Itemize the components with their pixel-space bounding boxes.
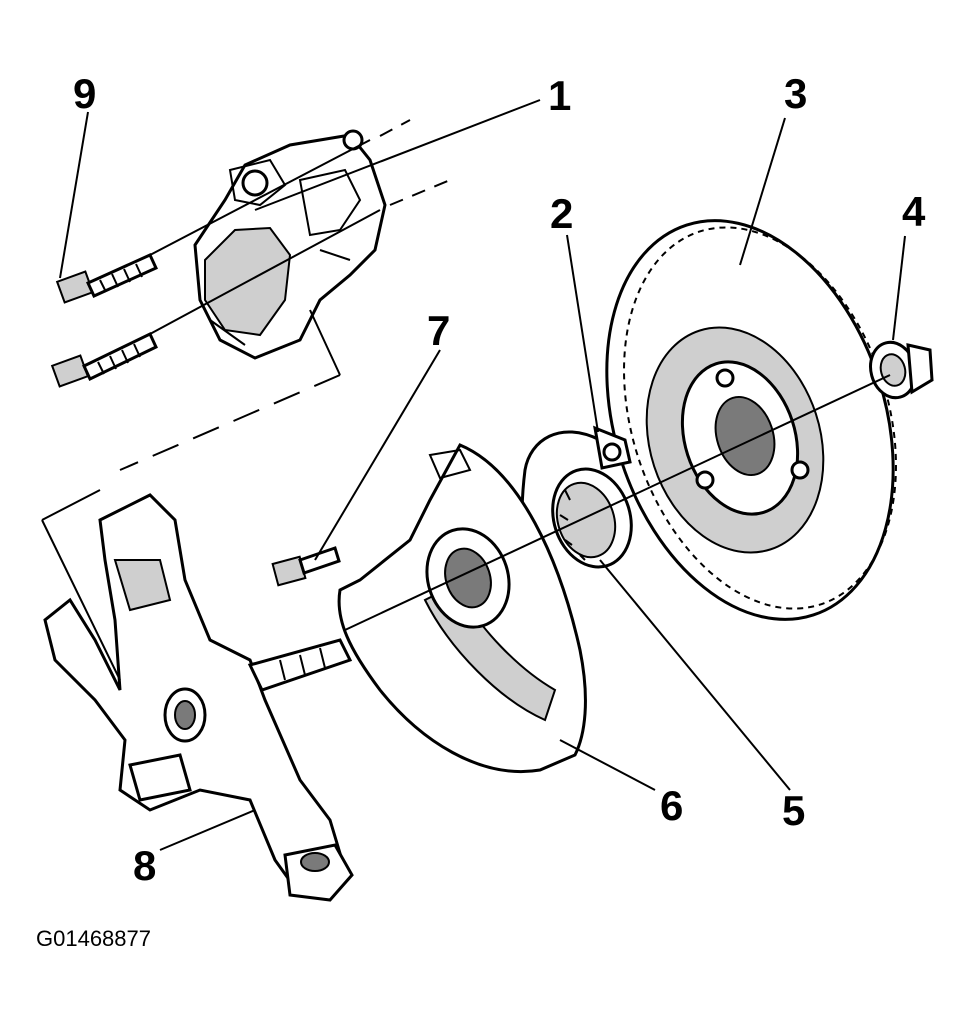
callout-2: 2 — [550, 190, 573, 237]
caliper-bolt-lower — [50, 331, 158, 388]
assembly-axis-line — [344, 374, 891, 631]
brake-caliper — [193, 129, 387, 360]
splash-shield-bolt — [271, 546, 341, 587]
caliper-to-knuckle-dash — [119, 374, 341, 471]
callout-7: 7 — [427, 307, 450, 354]
callout-1: 1 — [548, 72, 571, 119]
callout-3: 3 — [784, 70, 807, 117]
figure-code: G01468877 — [36, 926, 151, 951]
callout-4: 4 — [902, 188, 926, 235]
brake-rotor — [605, 219, 897, 621]
bolt-axis-line-lower — [149, 209, 381, 335]
splash-shield — [337, 443, 587, 773]
caliper-to-knuckle-line — [41, 309, 341, 681]
bolt-axis-line-upper — [149, 139, 371, 256]
callout-5: 5 — [782, 787, 805, 834]
hub-nut — [869, 340, 934, 400]
bolt-axis-dash-upper — [379, 119, 411, 137]
steering-knuckle — [43, 493, 354, 902]
caliper-bolt-upper — [55, 253, 158, 304]
callout-9: 9 — [73, 70, 96, 117]
wheel-bearing — [551, 467, 633, 569]
bolt-axis-dash-lower — [389, 179, 451, 206]
callout-6: 6 — [660, 782, 683, 829]
leader-lines — [59, 99, 906, 851]
callout-8: 8 — [133, 842, 156, 889]
